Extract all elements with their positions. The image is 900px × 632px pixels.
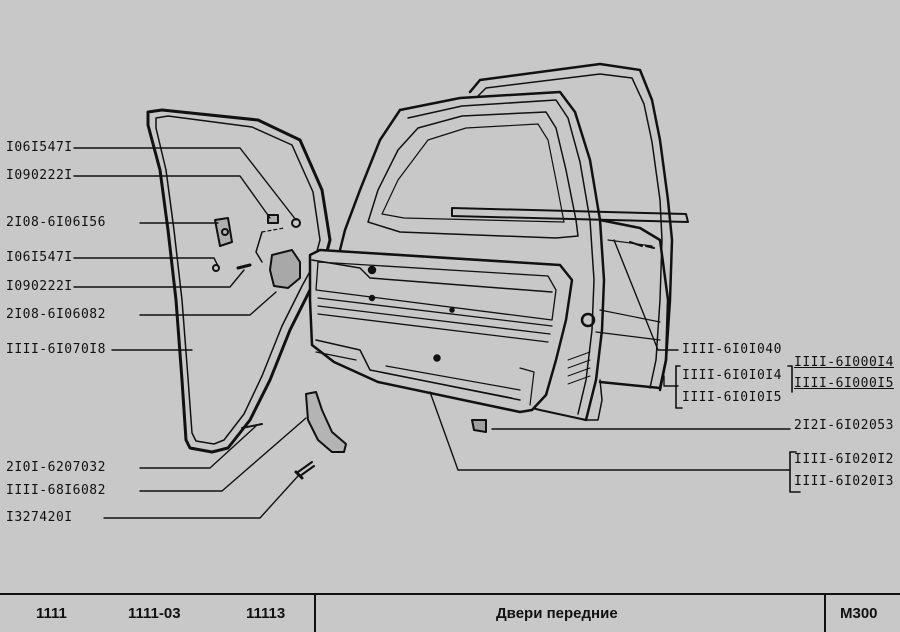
part-label: IIII-6I020I3 [794, 474, 894, 489]
part-label: IIII-6I0I0I5 [682, 390, 782, 405]
page-title: Двери передние [496, 605, 618, 622]
divider [314, 595, 316, 632]
part-label: 2I2I-6I02053 [794, 418, 894, 433]
part-label: 2I08-6I06I56 [6, 215, 106, 230]
footer-bar: 1111 1111-03 11113 Двери передние М300 [0, 593, 900, 632]
part-label: IIII-68I6082 [6, 483, 106, 498]
model-1111-03: 1111-03 [128, 605, 181, 622]
part-label: IIII-6I0I040 [682, 342, 782, 357]
armrest [305, 391, 347, 453]
screw [294, 461, 315, 480]
part-label: IIII-6I000I4 [794, 355, 894, 370]
model-11113: 11113 [246, 605, 286, 622]
divider [824, 595, 826, 632]
part-label: IIII-6I020I2 [794, 452, 894, 467]
part-label: IIII-6I070I8 [6, 342, 106, 357]
part-label: IIII-6I000I5 [794, 376, 894, 391]
model-1111: 1111 [36, 605, 67, 622]
part-label: I06I547I [6, 250, 73, 265]
hinge-parts [212, 214, 301, 289]
part-label: 2I08-6I06082 [6, 307, 106, 322]
part-label: I090222I [6, 279, 73, 294]
parts-diagram: I06I547I I090222I 2I08-6I06I56 I06I547I … [6, 62, 894, 525]
part-label: 2I0I-6207032 [6, 460, 106, 475]
weatherstrip-seal [146, 108, 332, 454]
part-label: I090222I [6, 168, 73, 183]
clip [471, 419, 487, 433]
door-drawing [73, 62, 801, 519]
trim-panel [308, 248, 574, 414]
page-code: М300 [840, 605, 878, 622]
part-label: I327420I [6, 510, 73, 525]
part-label: IIII-6I0I0I4 [682, 368, 782, 383]
part-label: I06I547I [6, 140, 73, 155]
leader-lines [73, 147, 801, 519]
